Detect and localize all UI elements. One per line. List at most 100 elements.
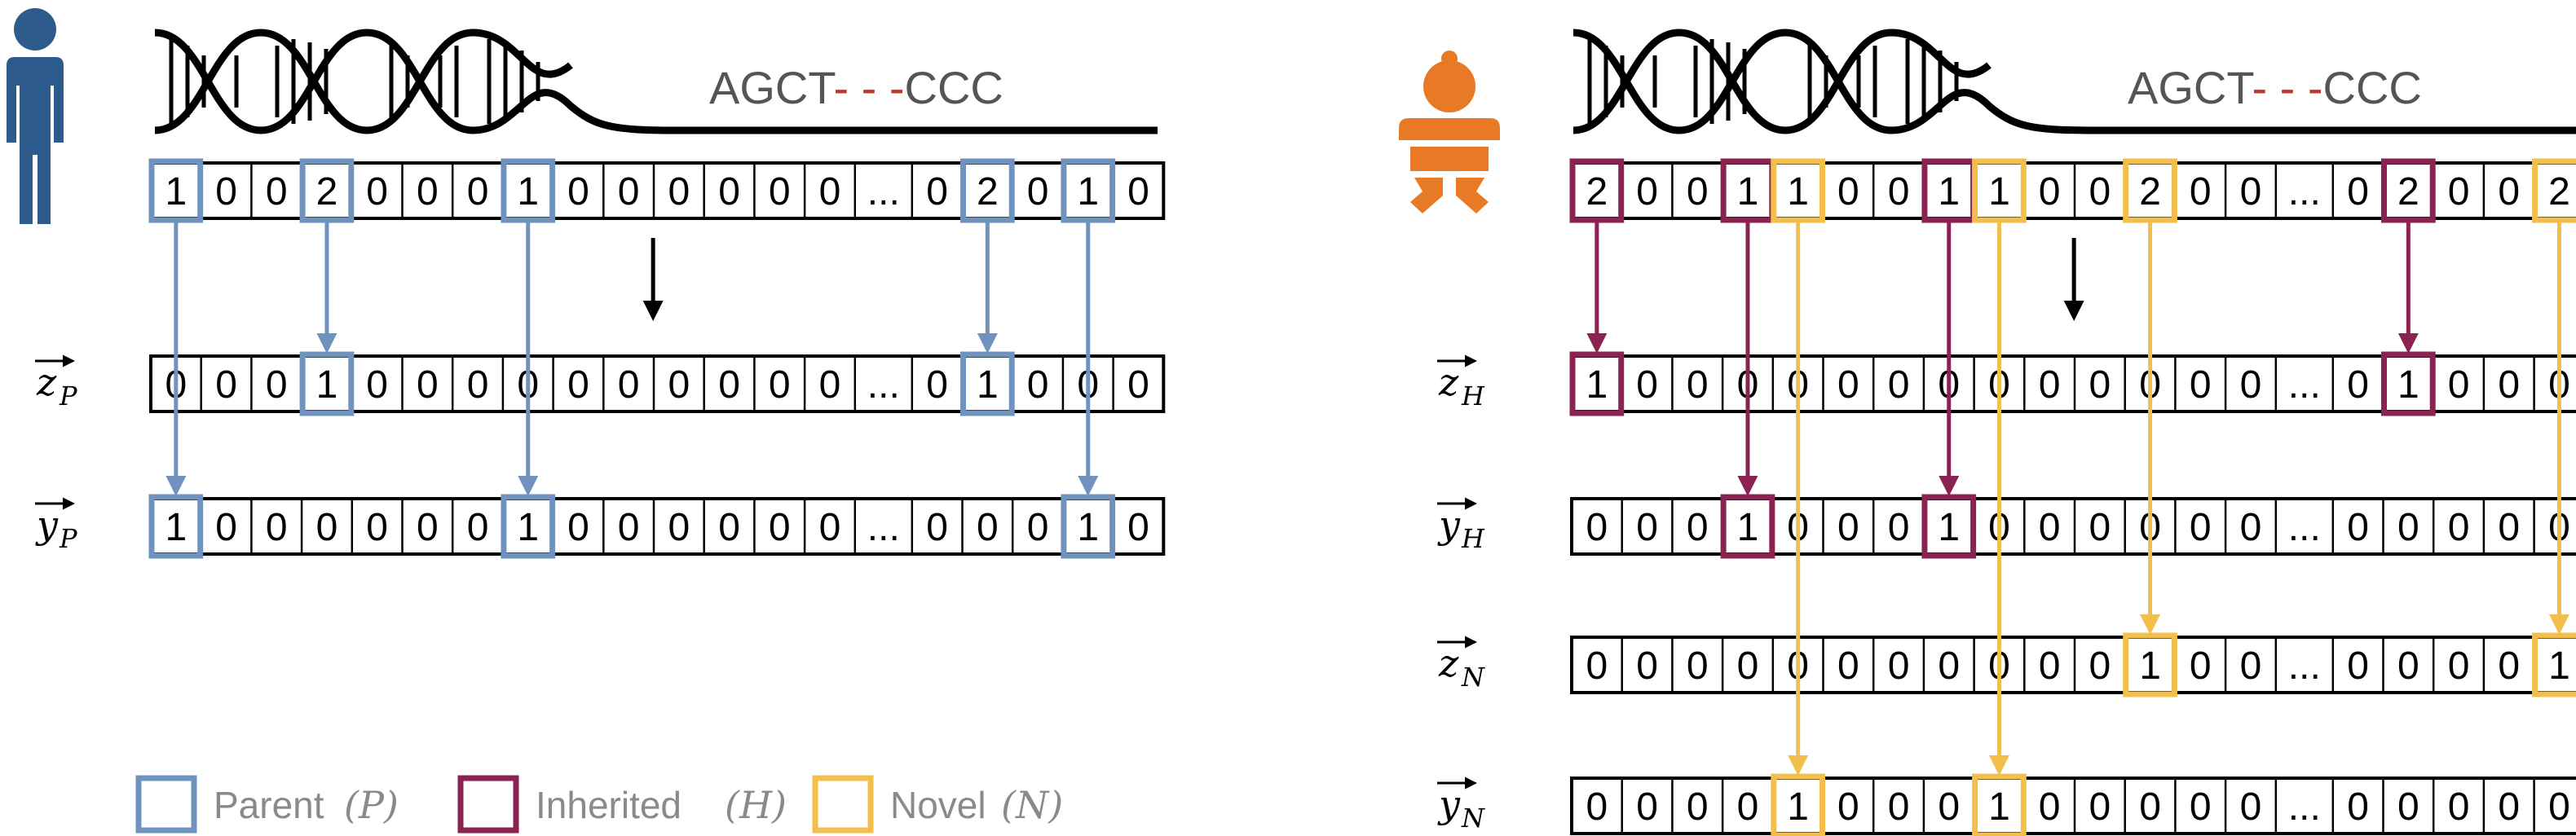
vector-cell: 0 <box>1027 506 1049 549</box>
vector-cell: 0 <box>1127 363 1149 407</box>
vector-cell: 0 <box>2089 785 2111 829</box>
highlight-box <box>2532 632 2576 697</box>
vector-cell: 0 <box>366 363 388 407</box>
vector-cell: 0 <box>769 363 791 407</box>
vector-cell: 0 <box>1888 785 1910 829</box>
vector-cell: 0 <box>567 170 589 213</box>
vector-cell: 0 <box>2347 645 2369 688</box>
vector-cell: 0 <box>926 363 948 407</box>
vector-cell: 0 <box>1687 785 1709 829</box>
vector-cell: ... <box>867 170 900 213</box>
vector-cell: 0 <box>2089 506 2111 549</box>
highlight-box <box>501 494 556 559</box>
vector-cell: 0 <box>2039 363 2061 407</box>
vector-cell: 0 <box>2498 506 2520 549</box>
vector-cell: 0 <box>1837 785 1859 829</box>
vector-cell: ... <box>2288 785 2321 829</box>
vector-cell: 0 <box>2240 645 2262 688</box>
sequence-end: CCC <box>905 62 1003 113</box>
highlight-box <box>148 158 204 223</box>
vector-outline <box>1570 636 2576 694</box>
vector-cell: 1 <box>165 506 187 549</box>
legend-item-inherited: Inherited (H) <box>457 775 787 834</box>
sequence-start: AGCT <box>709 62 835 113</box>
vector-cell: ... <box>867 363 900 407</box>
highlight-box <box>2123 158 2177 223</box>
vector-cell: 0 <box>2397 506 2419 549</box>
vector-cell: 0 <box>567 506 589 549</box>
vector-cell: 0 <box>2448 363 2470 407</box>
legend-symbol: (N) <box>1001 783 1063 827</box>
vector-cell: 0 <box>2240 170 2262 213</box>
vector-cell: 1 <box>1077 170 1099 213</box>
vector-cell: ... <box>2288 363 2321 407</box>
vector-cell: 2 <box>316 170 338 213</box>
vector-cell: 1 <box>517 170 539 213</box>
legend-swatch <box>812 775 874 834</box>
right-arrows <box>1586 222 2569 776</box>
vector-cell: 0 <box>1127 170 1149 213</box>
vector-cell: 2 <box>1586 170 1608 213</box>
vector-outline <box>1570 497 2576 556</box>
vector-cell: 0 <box>2089 170 2111 213</box>
vector-cell: 0 <box>1938 785 1960 829</box>
vector-cell: 0 <box>316 506 338 549</box>
vector-cell: ... <box>867 506 900 549</box>
legend-symbol: (H) <box>725 783 787 827</box>
vector-cell: 0 <box>1687 506 1709 549</box>
vector-cell: 0 <box>1636 170 1658 213</box>
vector-cell: 0 <box>1586 785 1608 829</box>
legend-label: Parent <box>214 784 324 826</box>
legend-swatch <box>135 775 197 834</box>
vector-cell: 0 <box>417 170 439 213</box>
vector-cell: 0 <box>618 170 640 213</box>
vector-cell: 0 <box>2139 785 2161 829</box>
vector-cell: 1 <box>1938 170 1960 213</box>
vector-cell: 0 <box>1027 363 1049 407</box>
vector-cell: 0 <box>266 506 288 549</box>
vector-cell: 0 <box>2498 170 2520 213</box>
vector-cell: 0 <box>1888 170 1910 213</box>
highlight-box <box>1771 773 1826 836</box>
vector-cell: 0 <box>2347 170 2369 213</box>
vector-cell: 0 <box>467 506 489 549</box>
vector-subscript: H <box>1461 523 1485 554</box>
vector-cell: 0 <box>926 170 948 213</box>
vector-cell: 0 <box>366 506 388 549</box>
vector-cell: 1 <box>165 170 187 213</box>
vector-cell: 0 <box>2548 785 2570 829</box>
dna-helix-icon <box>154 29 1158 134</box>
vector-outline <box>1570 777 2576 835</box>
vector-cell: 0 <box>1687 170 1709 213</box>
highlight-box <box>960 351 1015 416</box>
vector-cell: 0 <box>1586 645 1608 688</box>
vector-cell: 0 <box>1027 170 1049 213</box>
vector-cell: 0 <box>1888 363 1910 407</box>
left-vector-rows: 10020001000000...0201000010000000000...0… <box>35 158 1166 559</box>
vector-cell: 2 <box>2397 170 2419 213</box>
legend-swatch <box>457 775 519 834</box>
vector-cell: 0 <box>2347 785 2369 829</box>
vector-cell: 0 <box>2448 170 2470 213</box>
vector-cell: 0 <box>266 170 288 213</box>
vector-cell: 1 <box>1988 170 2010 213</box>
vector-subscript: P <box>59 523 77 554</box>
highlight-box <box>1972 773 2027 836</box>
vector-cell: 0 <box>467 170 489 213</box>
vector-cell: 1 <box>1586 363 1608 407</box>
right-vector-rows: 20011001100200...0200210000000000000...0… <box>1437 158 2576 836</box>
vector-cell: 0 <box>417 506 439 549</box>
highlight-box <box>1921 494 1977 559</box>
legend-label: Inherited <box>536 784 681 826</box>
vector-cell: ... <box>2288 645 2321 688</box>
highlight-box <box>2123 632 2177 697</box>
vector-cell: 0 <box>2190 785 2212 829</box>
vector-cell: 0 <box>2397 785 2419 829</box>
